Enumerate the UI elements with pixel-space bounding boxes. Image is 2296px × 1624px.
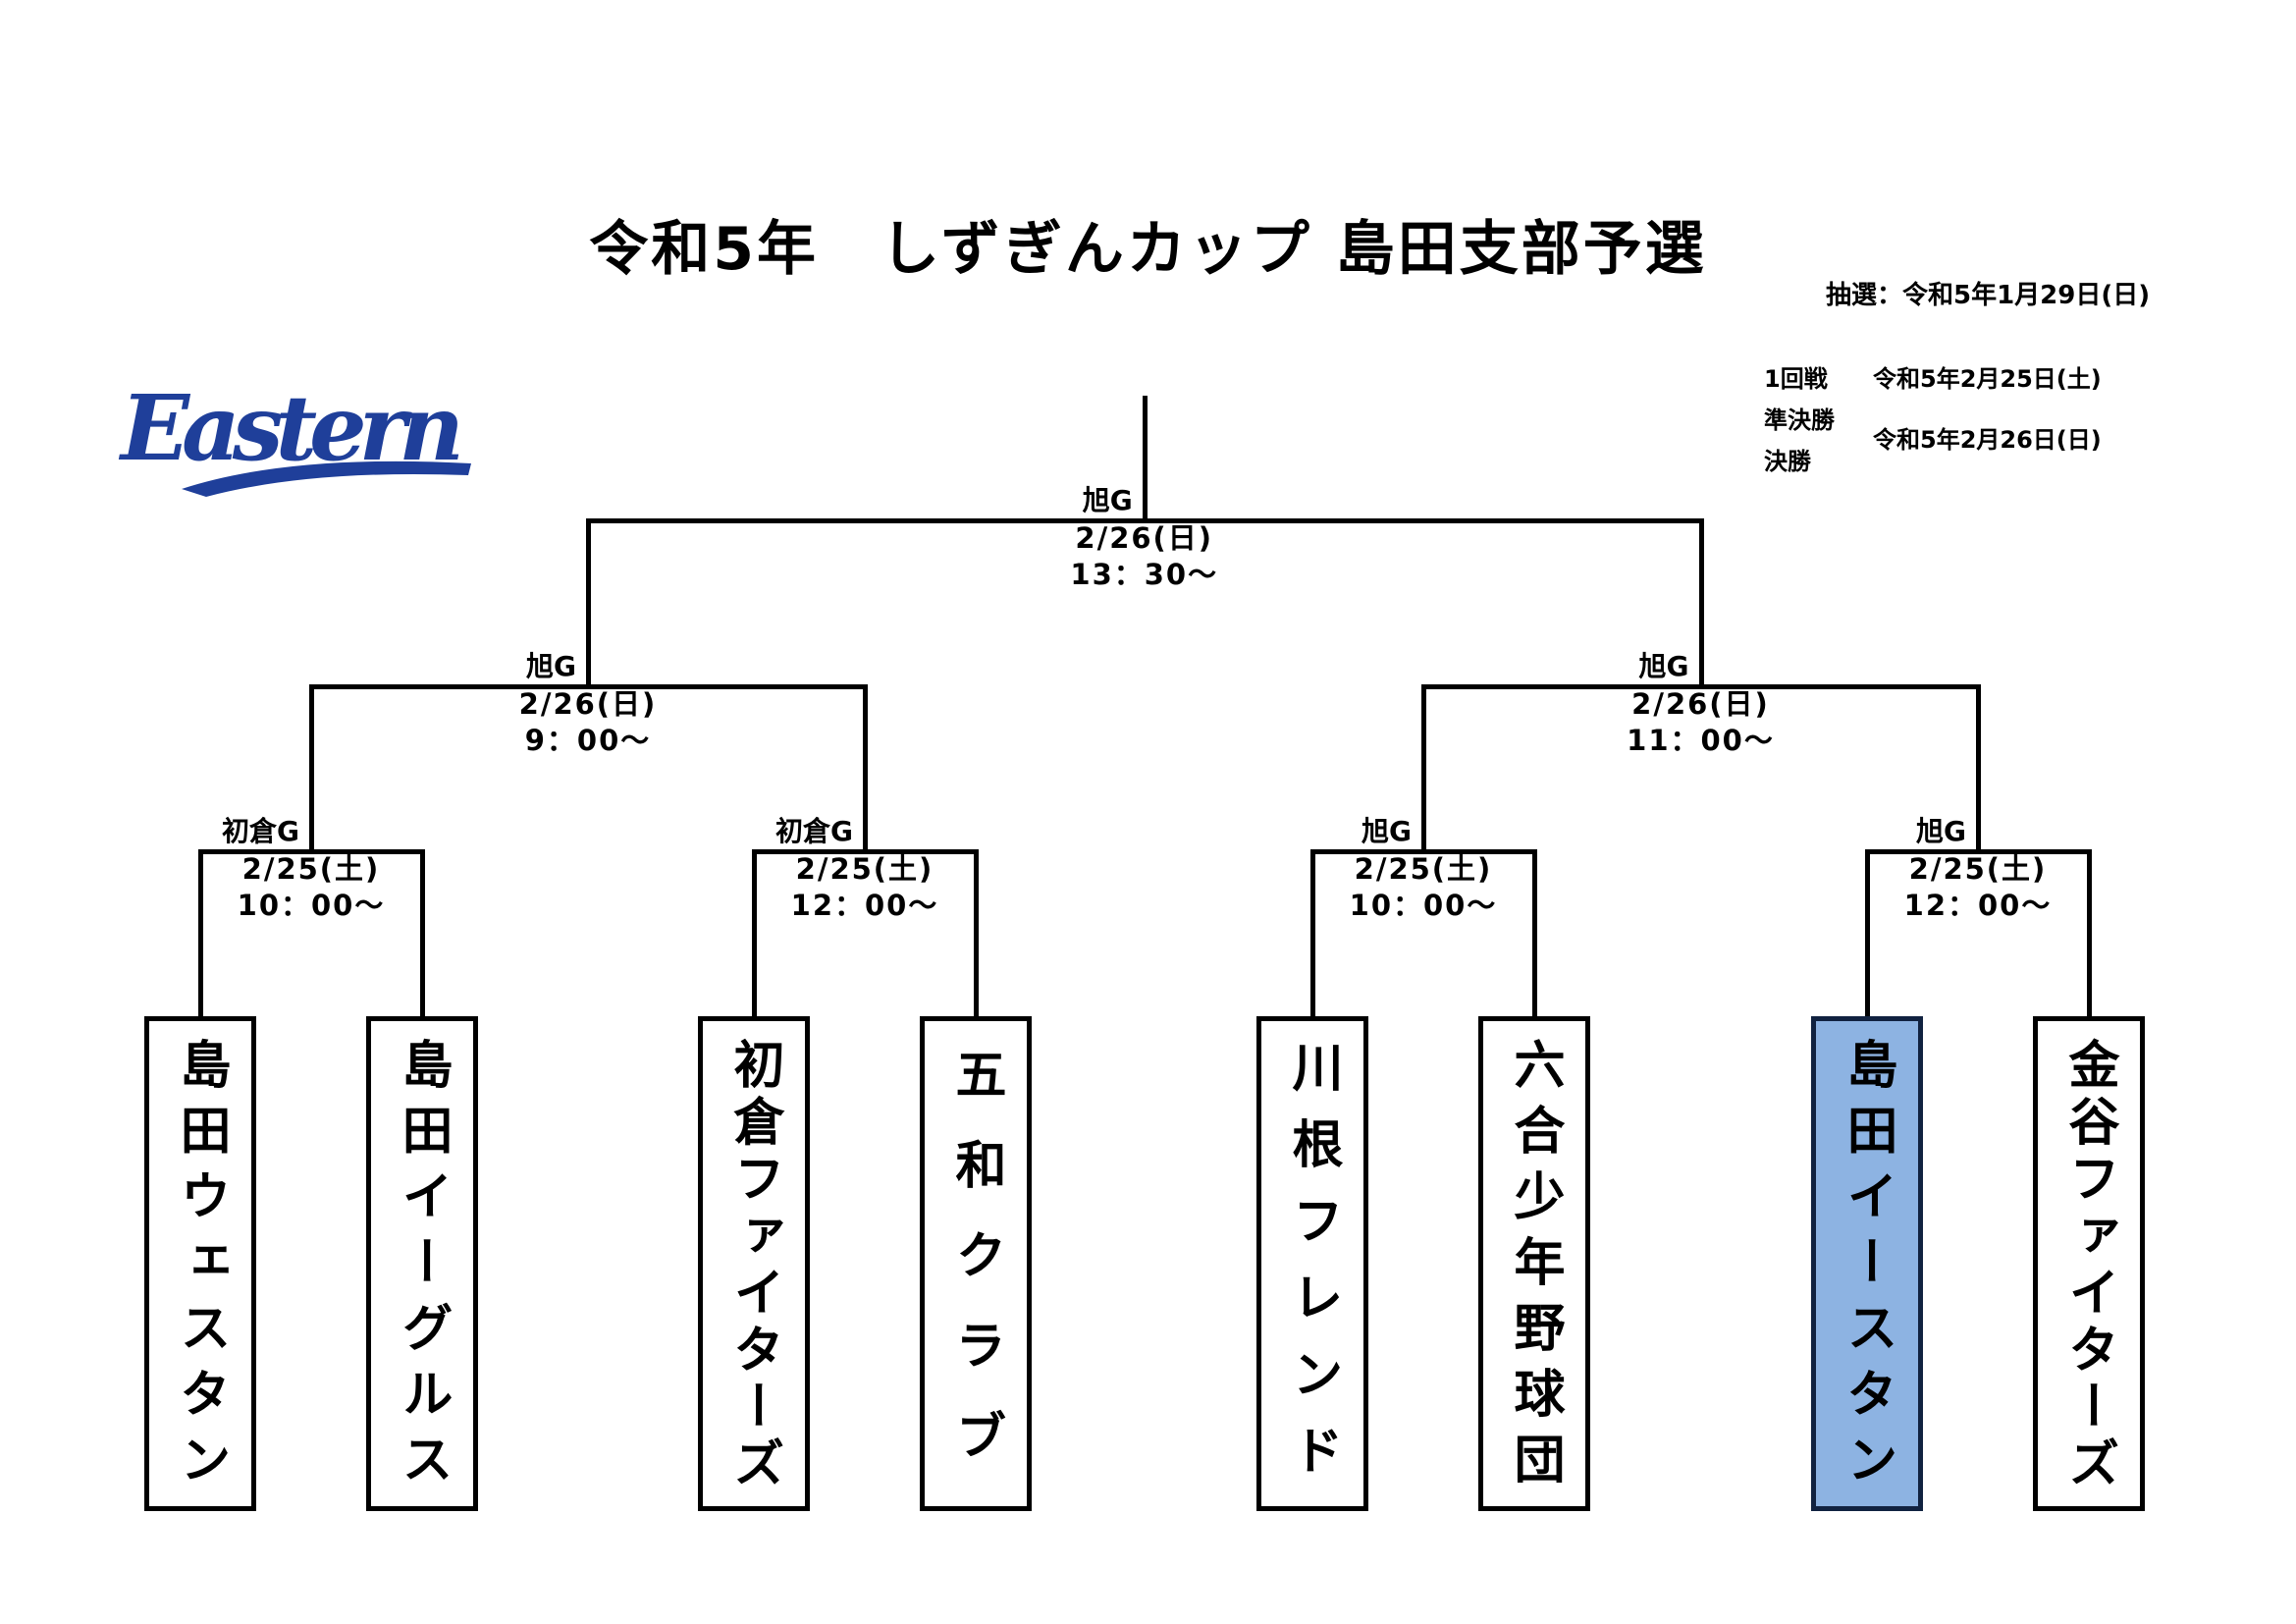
bracket-line bbox=[420, 849, 425, 1016]
bracket-line bbox=[2087, 849, 2092, 1016]
eastern-logo: Eastern bbox=[118, 375, 471, 497]
bracket-line bbox=[1865, 849, 1870, 1016]
match-time: 12：00～ bbox=[1903, 889, 2053, 922]
schedule-final: 決勝 bbox=[1764, 448, 1811, 475]
bracket-line bbox=[1532, 849, 1537, 1016]
team-name: 川根フレンド bbox=[1283, 1040, 1342, 1500]
draw-date: 抽選：令和5年1月29日(日) bbox=[1826, 281, 2151, 310]
match-venue: 初倉G bbox=[775, 815, 853, 847]
team-name: 五和クラブ bbox=[946, 1048, 1005, 1499]
match-time: 10：00～ bbox=[1349, 889, 1498, 922]
team-box: 初倉ファイターズ bbox=[698, 1016, 810, 1511]
match-schedule: 2/25(土)12：00～ bbox=[1904, 851, 2053, 924]
match-venue: 旭G bbox=[526, 650, 576, 682]
bracket-line bbox=[1976, 684, 1981, 849]
team-name: 島田ウェスタン bbox=[171, 1037, 230, 1498]
match-venue: 初倉G bbox=[222, 815, 299, 847]
schedule-round-1: 1回戦 bbox=[1764, 365, 1828, 393]
match-date: 2/25(土) bbox=[1908, 852, 2048, 886]
match-venue: 旭G bbox=[1916, 815, 1966, 847]
team-name: 六合少年野球団 bbox=[1505, 1037, 1564, 1498]
bracket-line bbox=[1421, 684, 1981, 689]
match-date: 2/25(土) bbox=[795, 852, 934, 886]
bracket-line bbox=[974, 849, 979, 1016]
schedule-semifinal: 準決勝 bbox=[1764, 406, 1835, 434]
match-date: 2/25(土) bbox=[1354, 852, 1493, 886]
team-box: 島田ウェスタン bbox=[144, 1016, 256, 1511]
match-date: 2/25(土) bbox=[241, 852, 381, 886]
bracket-line bbox=[198, 849, 425, 854]
match-venue: 旭G bbox=[1638, 650, 1689, 682]
bracket-line bbox=[1865, 849, 2092, 854]
team-name: 金谷ファイターズ bbox=[2059, 1037, 2118, 1493]
match-time: 9：00～ bbox=[524, 724, 652, 757]
match-schedule: 2/25(土)10：00～ bbox=[238, 851, 386, 924]
match-date: 2/26(日) bbox=[518, 687, 658, 721]
team-name: 島田イースタン bbox=[1838, 1037, 1896, 1498]
bracket-line bbox=[863, 684, 868, 849]
bracket-line bbox=[1421, 684, 1426, 849]
match-date: 2/26(日) bbox=[1075, 521, 1214, 555]
champion-line bbox=[1142, 396, 1148, 518]
team-name: 島田イーグルス bbox=[393, 1037, 452, 1498]
match-venue: 旭G bbox=[1362, 815, 1412, 847]
bracket-line bbox=[752, 849, 979, 854]
bracket-line bbox=[309, 684, 868, 689]
team-box: 金谷ファイターズ bbox=[2033, 1016, 2145, 1511]
page-title: 令和5年 しずぎんカップ 島田支部予選 bbox=[589, 215, 1707, 284]
bracket-line bbox=[198, 849, 203, 1016]
bracket-line bbox=[752, 849, 757, 1016]
team-box: 川根フレンド bbox=[1256, 1016, 1368, 1511]
team-box: 島田イースタン bbox=[1811, 1016, 1923, 1511]
logo-text: Eastern bbox=[118, 375, 464, 481]
bracket-line bbox=[1698, 518, 1704, 684]
schedule-date-round-1: 令和5年2月25日(土) bbox=[1873, 365, 2102, 393]
match-time: 12：00～ bbox=[790, 889, 939, 922]
bracket-line bbox=[1310, 849, 1537, 854]
bracket-line bbox=[1310, 849, 1315, 1016]
team-box: 五和クラブ bbox=[920, 1016, 1032, 1511]
match-time: 11：00～ bbox=[1627, 724, 1775, 757]
team-box: 六合少年野球団 bbox=[1478, 1016, 1590, 1511]
match-time: 10：00～ bbox=[237, 889, 386, 922]
match-date: 2/26(日) bbox=[1631, 687, 1770, 721]
match-schedule: 2/25(土)12：00～ bbox=[791, 851, 939, 924]
match-schedule: 2/25(土)10：00～ bbox=[1350, 851, 1498, 924]
team-name: 初倉ファイターズ bbox=[724, 1037, 783, 1493]
match-schedule: 2/26(日)9：00～ bbox=[519, 686, 658, 759]
match-schedule: 2/26(日)13：30～ bbox=[1070, 520, 1218, 593]
bracket-line bbox=[586, 518, 1704, 523]
schedule-date-semi-final: 令和5年2月26日(日) bbox=[1873, 426, 2102, 454]
bracket-line bbox=[586, 518, 591, 684]
match-schedule: 2/26(日)11：00～ bbox=[1627, 686, 1775, 759]
match-venue: 旭G bbox=[1082, 484, 1133, 516]
team-box: 島田イーグルス bbox=[366, 1016, 478, 1511]
bracket-line bbox=[309, 684, 314, 849]
match-time: 13：30～ bbox=[1070, 558, 1219, 591]
logo-swoosh bbox=[182, 460, 471, 497]
